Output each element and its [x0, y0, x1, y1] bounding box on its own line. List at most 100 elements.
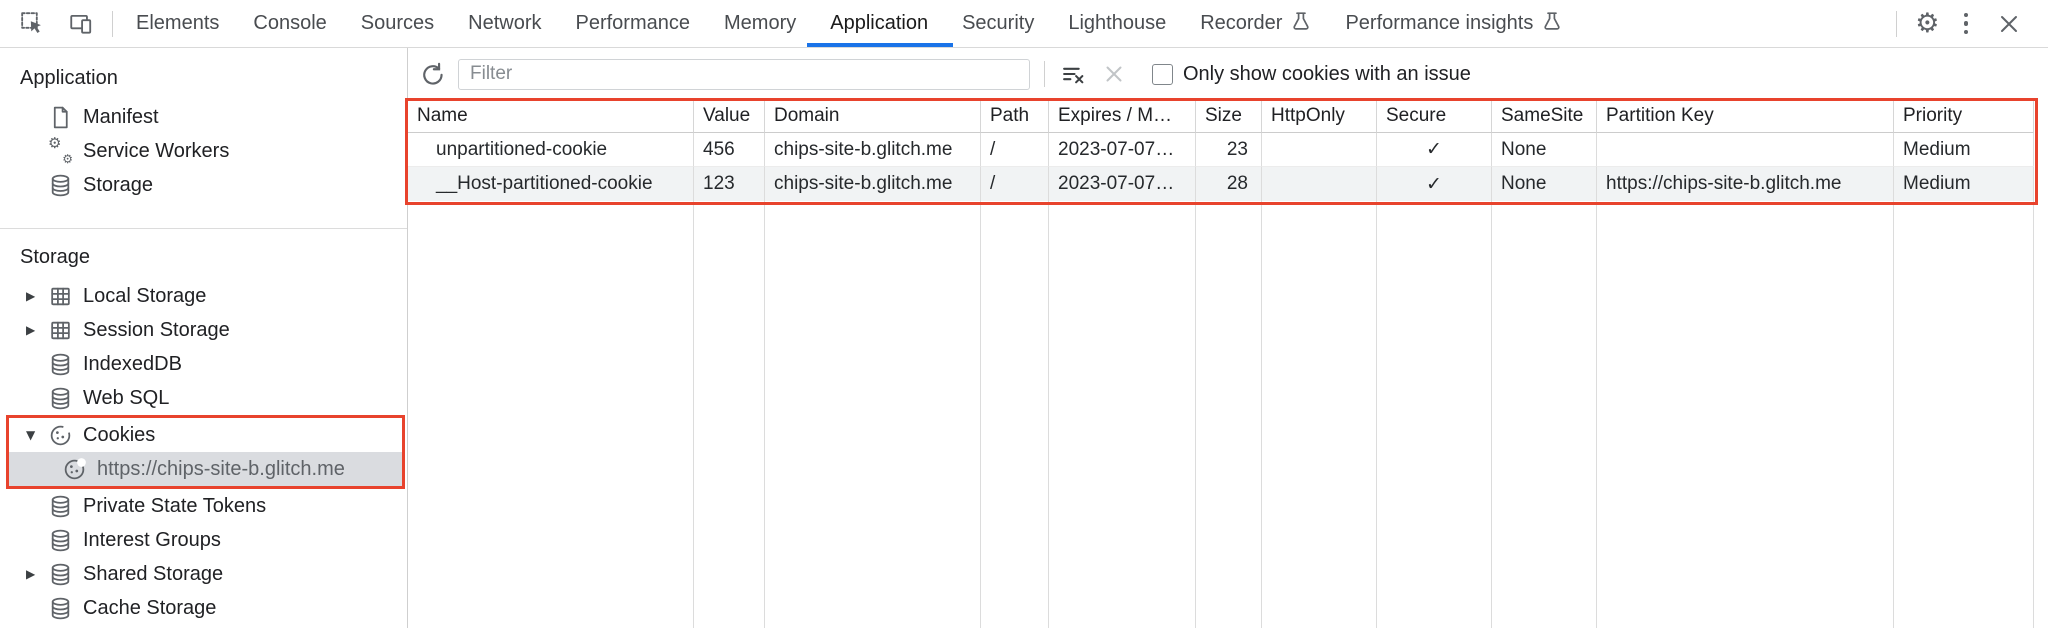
cookie-row-cell[interactable]: 2023-07-07… — [1049, 167, 1196, 201]
more-options-icon[interactable] — [1958, 9, 1975, 39]
table-filler-column — [694, 201, 765, 628]
cookie-row-cell-secure-check[interactable]: ✓ — [1377, 167, 1492, 201]
expand-arrow-icon[interactable]: ▶ — [26, 289, 36, 303]
database-icon — [48, 562, 73, 587]
expand-arrow-icon[interactable]: ▼ — [26, 428, 36, 442]
sidebar-item-service-workers[interactable]: ⚙⚙ Service Workers — [48, 133, 230, 166]
cookie-row-cell[interactable]: / — [981, 167, 1049, 201]
column-header-partition-key[interactable]: Partition Key — [1597, 100, 1894, 133]
cookie-row-cell[interactable]: 2023-07-07… — [1049, 133, 1196, 167]
column-header-domain[interactable]: Domain — [765, 100, 981, 133]
cookie-row-cell[interactable]: __Host-partitioned-cookie — [408, 167, 694, 201]
tab-sources[interactable]: Sources — [360, 12, 435, 34]
database-icon — [48, 494, 73, 519]
clear-search-icon[interactable] — [1102, 62, 1126, 86]
application-panel: Application Manifest ⚙⚙ Service Workers — [0, 48, 2048, 628]
sidebar-item-shared-storage[interactable]: ▶ Shared Storage — [26, 562, 224, 587]
cookie-row-cell[interactable]: 123 — [694, 167, 765, 201]
sidebar-item-cache-storage[interactable]: Cache Storage — [0, 591, 407, 625]
tab-console[interactable]: Console — [253, 12, 327, 34]
sidebar-item-private-state-tokens[interactable]: Private State Tokens — [0, 489, 407, 523]
column-header-path[interactable]: Path — [981, 100, 1049, 133]
toolbar-divider — [1044, 61, 1045, 87]
table-filler-column — [1196, 201, 1262, 628]
column-header-expires[interactable]: Expires / M… — [1049, 100, 1196, 133]
sidebar-item-session-storage[interactable]: ▶ Session Storage — [26, 318, 230, 341]
database-icon — [48, 528, 73, 553]
cookie-row-cell[interactable]: None — [1492, 133, 1597, 167]
column-header-name[interactable]: Name — [408, 100, 694, 133]
cookie-row-cell[interactable]: unpartitioned-cookie — [408, 133, 694, 167]
table-filler-column — [1377, 201, 1492, 628]
expand-arrow-icon[interactable]: ▶ — [26, 567, 36, 581]
sidebar-item-manifest[interactable]: Manifest — [0, 100, 407, 134]
table-filler-column — [1492, 201, 1597, 628]
column-header-size[interactable]: Size — [1196, 100, 1262, 133]
column-header-secure[interactable]: Secure — [1377, 100, 1492, 133]
device-toolbar-icon[interactable] — [64, 7, 98, 41]
cookie-row-cell[interactable]: 456 — [694, 133, 765, 167]
experiment-flask-icon — [1542, 11, 1562, 37]
close-icon[interactable] — [1992, 7, 2026, 41]
column-header-httponly[interactable]: HttpOnly — [1262, 100, 1377, 133]
tab-memory[interactable]: Memory — [724, 12, 797, 34]
sidebar-item-indexeddb[interactable]: IndexedDB — [0, 347, 407, 381]
tabbar-right-controls: ⚙ — [1896, 7, 2048, 41]
cookie-row-cell[interactable]: chips-site-b.glitch.me — [765, 133, 981, 167]
sidebar-item-cookie-origin[interactable]: https://chips-site-b.glitch.me — [9, 452, 402, 486]
cookie-row-cell[interactable]: Medium — [1894, 167, 2034, 201]
sidebar-item-web-sql[interactable]: Web SQL — [0, 381, 407, 415]
inspect-element-icon[interactable] — [16, 7, 50, 41]
manifest-file-icon — [48, 105, 73, 130]
only-show-issue-checkbox[interactable] — [1152, 63, 1173, 85]
tab-recorder[interactable]: Recorder — [1183, 0, 1328, 47]
database-icon — [48, 352, 73, 377]
column-header-value[interactable]: Value — [694, 100, 765, 133]
tab-security[interactable]: Security — [962, 12, 1035, 34]
tab-performance-insights[interactable]: Performance insights — [1328, 0, 1579, 47]
database-icon — [48, 173, 73, 198]
cookie-row-cell[interactable]: chips-site-b.glitch.me — [765, 167, 981, 201]
cookie-row-cell[interactable] — [1597, 133, 1894, 167]
cookie-icon — [62, 457, 87, 482]
database-icon — [48, 386, 73, 411]
panel-tabs: Elements Console Sources Network Perform… — [119, 0, 1579, 48]
cookies-table-area: Name Value Domain Path Expires / M… Size… — [405, 98, 2048, 628]
cookie-row-cell[interactable] — [1262, 167, 1377, 201]
cookie-row-cell[interactable]: 23 — [1196, 133, 1262, 167]
table-grid-icon — [48, 284, 73, 309]
experiment-flask-icon — [1291, 11, 1311, 37]
column-header-priority[interactable]: Priority — [1894, 100, 2034, 133]
sidebar-item-storage[interactable]: Storage — [0, 168, 407, 202]
only-show-issue-label[interactable]: Only show cookies with an issue — [1183, 62, 1471, 85]
sidebar-item-local-storage[interactable]: ▶ Local Storage — [26, 284, 207, 309]
cookie-row-cell[interactable]: None — [1492, 167, 1597, 201]
cookie-row-cell[interactable]: / — [981, 133, 1049, 167]
tab-application[interactable]: Application — [807, 0, 953, 47]
table-filler-column — [1049, 201, 1196, 628]
reload-icon[interactable] — [416, 57, 450, 91]
cookie-row-cell[interactable] — [1262, 133, 1377, 167]
sidebar-item-cookies[interactable]: ▼ Cookies — [26, 423, 156, 446]
cookies-toolbar: Only show cookies with an issue — [408, 48, 2048, 100]
expand-arrow-icon[interactable]: ▶ — [26, 323, 36, 337]
settings-gear-icon[interactable]: ⚙ — [1915, 8, 1940, 39]
cookie-row-cell-secure-check[interactable]: ✓ — [1377, 133, 1492, 167]
cookie-row-cell[interactable]: https://chips-site-b.glitch.me — [1597, 167, 1894, 201]
tab-elements[interactable]: Elements — [136, 12, 220, 34]
tabbar-left-controls — [0, 7, 113, 41]
filter-input[interactable] — [458, 58, 1030, 90]
cookie-row-cell[interactable]: 28 — [1196, 167, 1262, 201]
clear-filter-icon[interactable] — [1061, 62, 1086, 87]
tab-performance[interactable]: Performance — [575, 12, 691, 34]
cookie-row-cell[interactable]: Medium — [1894, 133, 2034, 167]
tab-lighthouse[interactable]: Lighthouse — [1068, 12, 1167, 34]
sidebar-section-application: Application Manifest ⚙⚙ Service Workers — [0, 48, 407, 229]
tabbar-divider — [112, 10, 113, 37]
column-header-samesite[interactable]: SameSite — [1492, 100, 1597, 133]
devtools-tabbar: Elements Console Sources Network Perform… — [0, 0, 2048, 48]
sidebar-item-interest-groups[interactable]: Interest Groups — [0, 523, 407, 557]
application-sidebar: Application Manifest ⚙⚙ Service Workers — [0, 48, 408, 628]
tab-network[interactable]: Network — [468, 12, 542, 34]
